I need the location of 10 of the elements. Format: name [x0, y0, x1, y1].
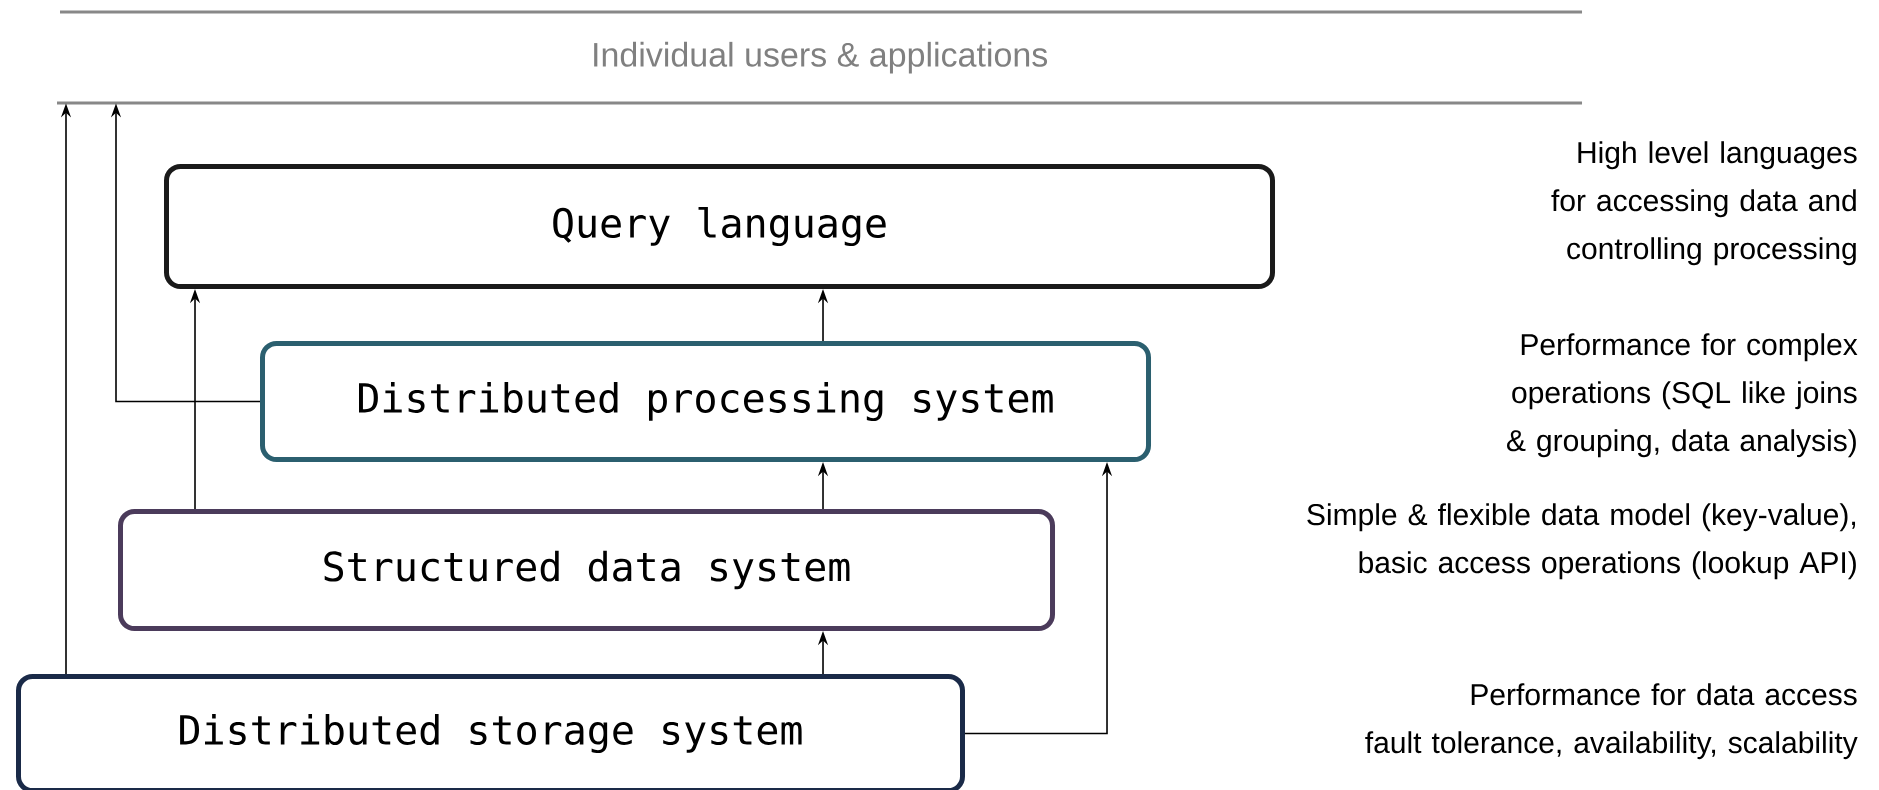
header-band: Individual users & applications: [57, 10, 1582, 105]
layer-box: Structured data system: [118, 509, 1055, 631]
layer-box: Distributed processing system: [260, 341, 1151, 462]
annotation-text: Performance for data access: [1471, 683, 1857, 706]
layer-box: Query language: [164, 164, 1275, 289]
annotation-text: Performance for complex operations (SQL like joins & grouping, data analysis): [1507, 333, 1858, 458]
annotation-text: Simple & flexible data model (key-value), basic access operations (lookup API): [1307, 503, 1856, 580]
layer-box: Distributed storage system: [16, 674, 965, 790]
annotation-text: High level languages for accessing data and controlling processing: [1551, 141, 1857, 266]
annotation-text: fault tolerance, availability, scalability: [1365, 731, 1858, 760]
